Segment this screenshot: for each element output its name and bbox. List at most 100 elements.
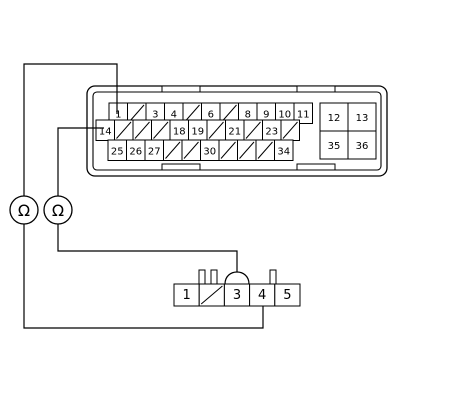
test-lead-small-pin4 bbox=[23, 224, 264, 329]
ohm-symbol: Ω bbox=[52, 201, 64, 220]
connector-cavity: 19 bbox=[188, 119, 208, 141]
unused-cavity-slash bbox=[208, 121, 224, 139]
test-lead-pin14 bbox=[57, 127, 104, 196]
large-connector-inner-shell bbox=[92, 91, 382, 171]
unused-cavity-slash bbox=[221, 104, 237, 122]
cavity-outline bbox=[293, 102, 313, 124]
unused-cavity-slash bbox=[245, 121, 261, 139]
pin-number: 21 bbox=[228, 126, 241, 137]
pin-number: 35 bbox=[328, 141, 341, 152]
cavity-outline bbox=[319, 130, 349, 160]
ohm-symbol: Ω bbox=[18, 201, 30, 220]
test-lead-pin1 bbox=[23, 63, 118, 196]
unused-cavity-slash bbox=[239, 141, 255, 159]
connector-cavity bbox=[206, 119, 226, 141]
unused-cavity-slash bbox=[282, 121, 298, 139]
connector-cavity: 35 bbox=[319, 130, 349, 160]
connector-cavity: 1 bbox=[173, 283, 200, 307]
pin-number: 19 bbox=[191, 126, 204, 137]
connector-cavity: 27 bbox=[144, 139, 164, 161]
connector-cavity: 14 bbox=[95, 119, 115, 141]
connector-cavity: 23 bbox=[262, 119, 282, 141]
pin-number: 6 bbox=[208, 109, 214, 120]
small-connector-latch bbox=[210, 269, 218, 285]
pin-number: 1 bbox=[182, 288, 190, 303]
pin-number: 11 bbox=[297, 109, 310, 120]
connector-cavity: 21 bbox=[225, 119, 245, 141]
pin-number: 10 bbox=[278, 109, 291, 120]
unused-cavity-slash bbox=[184, 104, 200, 122]
pin-number: 34 bbox=[277, 146, 290, 157]
connector-lock-tab bbox=[296, 163, 336, 171]
pin-number: 30 bbox=[203, 146, 216, 157]
pin-number: 27 bbox=[148, 146, 161, 157]
unused-cavity-slash bbox=[183, 141, 199, 159]
connector-cavity: 5 bbox=[274, 283, 301, 307]
connector-cavity bbox=[237, 139, 257, 161]
pin-number: 14 bbox=[99, 126, 112, 137]
connector-cavity: 25 bbox=[107, 139, 127, 161]
ohmmeter-left: Ω bbox=[9, 195, 39, 225]
connector-lock-tab bbox=[161, 163, 201, 171]
unused-cavity-slash bbox=[257, 141, 273, 159]
pin-number: 5 bbox=[283, 288, 291, 303]
cavity-outline bbox=[274, 283, 301, 307]
unused-cavity-slash bbox=[220, 141, 236, 159]
small-connector: 1 3 4 5 bbox=[173, 269, 301, 307]
connector-cavity: 18 bbox=[169, 119, 189, 141]
small-connector-pins: 1 3 4 5 bbox=[173, 283, 301, 307]
unused-cavity-slash bbox=[165, 141, 181, 159]
connector-cavity bbox=[181, 139, 201, 161]
connector-cavity: 30 bbox=[200, 139, 220, 161]
connector-cavity bbox=[151, 119, 171, 141]
pin-number: 26 bbox=[129, 146, 142, 157]
cavity-outline bbox=[347, 130, 377, 160]
connector-cavity: 36 bbox=[347, 130, 377, 160]
connector-cavity: 11 bbox=[293, 102, 313, 124]
test-lead-small-pin3 bbox=[57, 224, 238, 272]
connector-cavity bbox=[163, 139, 183, 161]
connector-cavity bbox=[280, 119, 300, 141]
connector-cavity bbox=[114, 119, 134, 141]
unused-cavity-slash bbox=[134, 121, 150, 139]
connector-cavity bbox=[243, 119, 263, 141]
pin-number: 36 bbox=[356, 141, 369, 152]
ohmmeter-right: Ω bbox=[43, 195, 73, 225]
cavity-outline bbox=[274, 139, 294, 161]
connector-cavity: 34 bbox=[274, 139, 294, 161]
pin-number: 9 bbox=[263, 109, 269, 120]
pin-number: 3 bbox=[233, 288, 241, 303]
connector-cavity: 26 bbox=[126, 139, 146, 161]
pin-number: 1 bbox=[115, 109, 121, 120]
connector-cavity: 4 bbox=[249, 283, 276, 307]
unused-cavity-slash bbox=[200, 285, 223, 305]
pin-number: 13 bbox=[356, 113, 369, 124]
large-connector-outer-shell bbox=[86, 85, 388, 177]
connector-lock-tab bbox=[161, 85, 201, 93]
connector-cavity: 12 bbox=[319, 102, 349, 132]
pin-number: 18 bbox=[173, 126, 186, 137]
connector-cavity: 3 bbox=[223, 283, 251, 307]
connector-cavity bbox=[255, 139, 275, 161]
pin-number: 25 bbox=[111, 146, 124, 157]
pin-number: 4 bbox=[171, 109, 177, 120]
cavity-outline bbox=[347, 102, 377, 132]
small-connector-latch bbox=[269, 269, 277, 285]
pin-number: 4 bbox=[258, 288, 266, 303]
pin-number: 12 bbox=[328, 113, 341, 124]
unused-cavity-slash bbox=[153, 121, 169, 139]
test-leads bbox=[23, 63, 264, 329]
pin-number: 3 bbox=[152, 109, 158, 120]
pin-number: 23 bbox=[265, 126, 278, 137]
unused-cavity-slash bbox=[116, 121, 132, 139]
small-connector-latch bbox=[198, 269, 206, 285]
connector-cavity bbox=[218, 139, 238, 161]
connector-lock-tab bbox=[296, 85, 336, 93]
probe-loop bbox=[224, 271, 250, 285]
connector-cavity: 13 bbox=[347, 102, 377, 132]
pin-number: 8 bbox=[245, 109, 251, 120]
connector-cavity bbox=[132, 119, 152, 141]
